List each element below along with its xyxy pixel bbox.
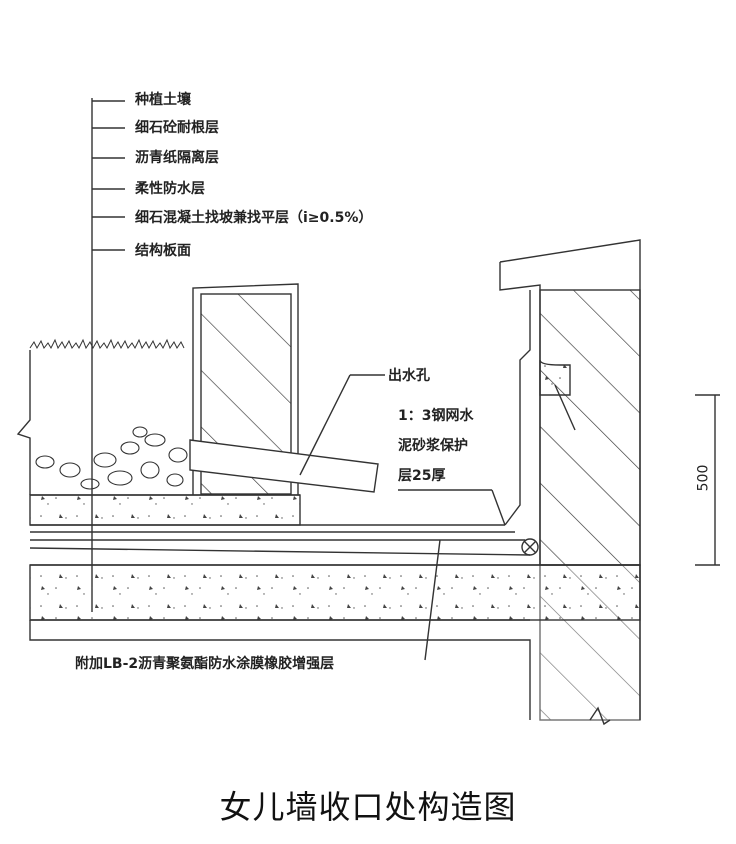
- layer-label: 结构板面: [135, 243, 191, 259]
- protection-label: 1：3钢网水: [398, 408, 474, 424]
- outlet-label: 出水孔: [388, 368, 430, 384]
- reinforce-label: 附加LB-2沥青聚氨酯防水涂膜橡胶增强层: [75, 656, 335, 672]
- layer-label: 种植土壤: [135, 92, 191, 108]
- dimension-label: 500: [695, 464, 712, 492]
- drawing-title: 女儿墙收口处构造图: [219, 788, 517, 826]
- layer-label: 沥青纸隔离层: [135, 150, 219, 166]
- protection-label: 泥砂浆保护: [398, 438, 468, 454]
- layer-label: 细石砼耐根层: [135, 120, 219, 136]
- layer-label: 细石混凝土找坡兼找平层（i≥0.5%）: [135, 210, 373, 226]
- protection-label: 层25厚: [398, 468, 446, 484]
- layer-label: 柔性防水层: [135, 181, 205, 197]
